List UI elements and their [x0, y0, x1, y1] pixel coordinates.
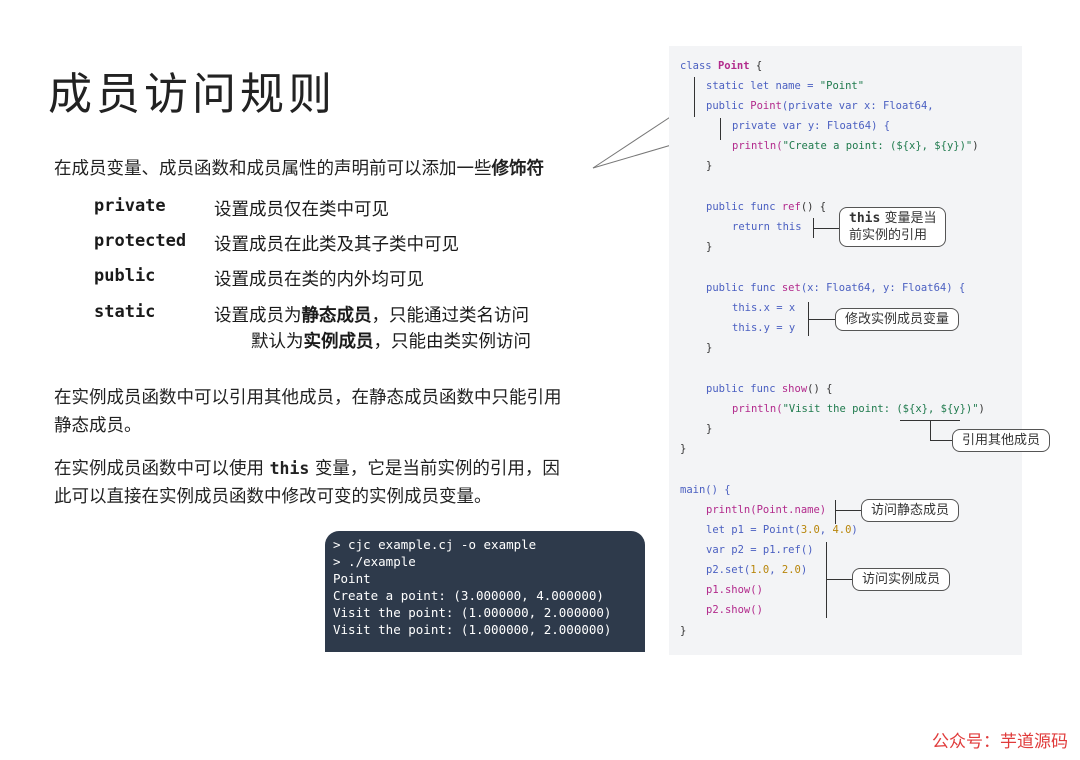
callout-line: 前实例的引用: [849, 228, 928, 243]
watermark: 公众号：芋道源码: [932, 732, 1068, 752]
code-line: let p1 = Point(3.0, 4.0): [706, 524, 858, 536]
paragraph-line: 在实例成员函数中可以使用 this 变量，它是当前实例的引用，因: [54, 455, 614, 483]
this-keyword: this: [269, 459, 310, 478]
bracket-static-name: [694, 77, 695, 117]
paragraph-line: 静态成员。: [54, 416, 142, 436]
callout-modify-members: 修改实例成员变量: [835, 308, 960, 331]
code-line: public func ref() {: [706, 201, 827, 213]
paragraph-line: 此可以直接在实例成员函数中修改可变的实例成员变量。: [54, 487, 492, 507]
code-panel: [669, 46, 1022, 655]
static-desc-post: ，只能通过类名访问: [371, 306, 530, 326]
code-line: println("Create a point: (${x}, ${y})"): [732, 140, 979, 152]
code-line: }: [706, 241, 713, 253]
bracket-show-link: [930, 440, 952, 441]
code-line: }: [706, 423, 713, 435]
terminal-line: Visit the point: (1.000000, 2.000000): [333, 622, 612, 637]
modifier-key: protected: [94, 231, 187, 251]
code-line: p2.show(): [706, 604, 763, 616]
intro-bold: 修饰符: [491, 159, 545, 179]
paragraph-line: 在实例成员函数中可以引用其他成员，在静态成员函数中只能引用: [54, 388, 562, 408]
code-line: }: [706, 160, 713, 172]
static-desc-pre: 设置成员为: [214, 306, 302, 326]
paragraph-member-reference: 在实例成员函数中可以引用其他成员，在静态成员函数中只能引用 静态成员。: [54, 384, 614, 440]
modifier-desc: 设置成员仅在类中可见: [214, 200, 389, 220]
code-line: class Point {: [680, 60, 763, 72]
code-line: private var y: Float64) {: [732, 120, 891, 132]
code-line: this.y = y: [732, 322, 796, 334]
callout-reference-others: 引用其他成员: [952, 429, 1051, 452]
code-line: }: [706, 342, 713, 354]
callout-line: this 变量是当: [849, 211, 937, 226]
page-title: 成员访问规则: [48, 69, 336, 120]
para2-post: 变量，它是当前实例的引用，因: [314, 459, 560, 479]
modifier-desc: 设置成员在此类及其子类中可见: [214, 235, 459, 255]
bracket-modify-link: [808, 319, 835, 320]
bracket-static-access: [835, 500, 836, 524]
modifier-key: static: [94, 302, 156, 322]
code-line: }: [680, 625, 687, 637]
paragraph-this-usage: 在实例成员函数中可以使用 this 变量，它是当前实例的引用，因 此可以直接在实…: [54, 455, 614, 511]
terminal-line: Point: [333, 571, 371, 586]
code-line: return this: [732, 221, 802, 233]
modifier-desc: 设置成员为静态成员，只能通过类名访问: [214, 302, 529, 327]
code-line: p1.show(): [706, 584, 763, 596]
code-line: println(Point.name): [706, 504, 827, 516]
terminal-line: > ./example: [333, 554, 416, 569]
code-line: public func show() {: [706, 383, 833, 395]
callout-access-instance: 访问实例成员: [852, 568, 951, 591]
code-line: main() {: [680, 484, 731, 496]
modifier-desc: 设置成员在类的内外均可见: [214, 270, 424, 290]
bracket-instance-access-link: [826, 579, 852, 580]
bracket-static-access-link: [835, 510, 861, 511]
instance-desc-bold: 实例成员: [303, 332, 374, 352]
code-line: public Point(private var x: Float64,: [706, 100, 934, 112]
code-line: }: [680, 443, 687, 455]
code-line: p2.set(1.0, 2.0): [706, 564, 808, 576]
instance-desc-post: ，只能由类实例访问: [373, 332, 532, 352]
bracket-instance-access: [826, 542, 827, 618]
bracket-show: [930, 420, 931, 440]
para2-pre: 在实例成员函数中可以使用: [54, 459, 264, 479]
terminal-line: Create a point: (3.000000, 4.000000): [333, 588, 604, 603]
code-line: println("Visit the point: (${x}, ${y})"): [732, 403, 985, 415]
bracket-this-link: [813, 228, 839, 229]
code-line: static let name = "Point": [706, 80, 865, 92]
modifier-desc-2: 默认为实例成员，只能由类实例访问: [251, 328, 531, 353]
static-desc-bold: 静态成员: [301, 306, 372, 326]
terminal-line: Visit the point: (1.000000, 2.000000): [333, 605, 612, 620]
modifier-key: private: [94, 196, 166, 216]
bracket-private-y: [720, 118, 721, 140]
callout-this-reference: this 变量是当 前实例的引用: [839, 207, 947, 247]
instance-desc-pre: 默认为: [251, 332, 304, 352]
intro-text: 在成员变量、成员函数和成员属性的声明前可以添加一些修饰符: [54, 155, 544, 180]
terminal-line: > cjc example.cj -o example: [333, 537, 537, 552]
code-line: public func set(x: Float64, y: Float64) …: [706, 282, 966, 294]
callout-access-static: 访问静态成员: [861, 499, 960, 522]
code-line: var p2 = p1.ref(): [706, 544, 814, 556]
intro-main: 在成员变量、成员函数和成员属性的声明前可以添加一些: [54, 159, 492, 179]
code-line: this.x = x: [732, 302, 796, 314]
modifier-key: public: [94, 266, 156, 286]
terminal-output: > cjc example.cj -o example > ./example …: [325, 531, 645, 652]
